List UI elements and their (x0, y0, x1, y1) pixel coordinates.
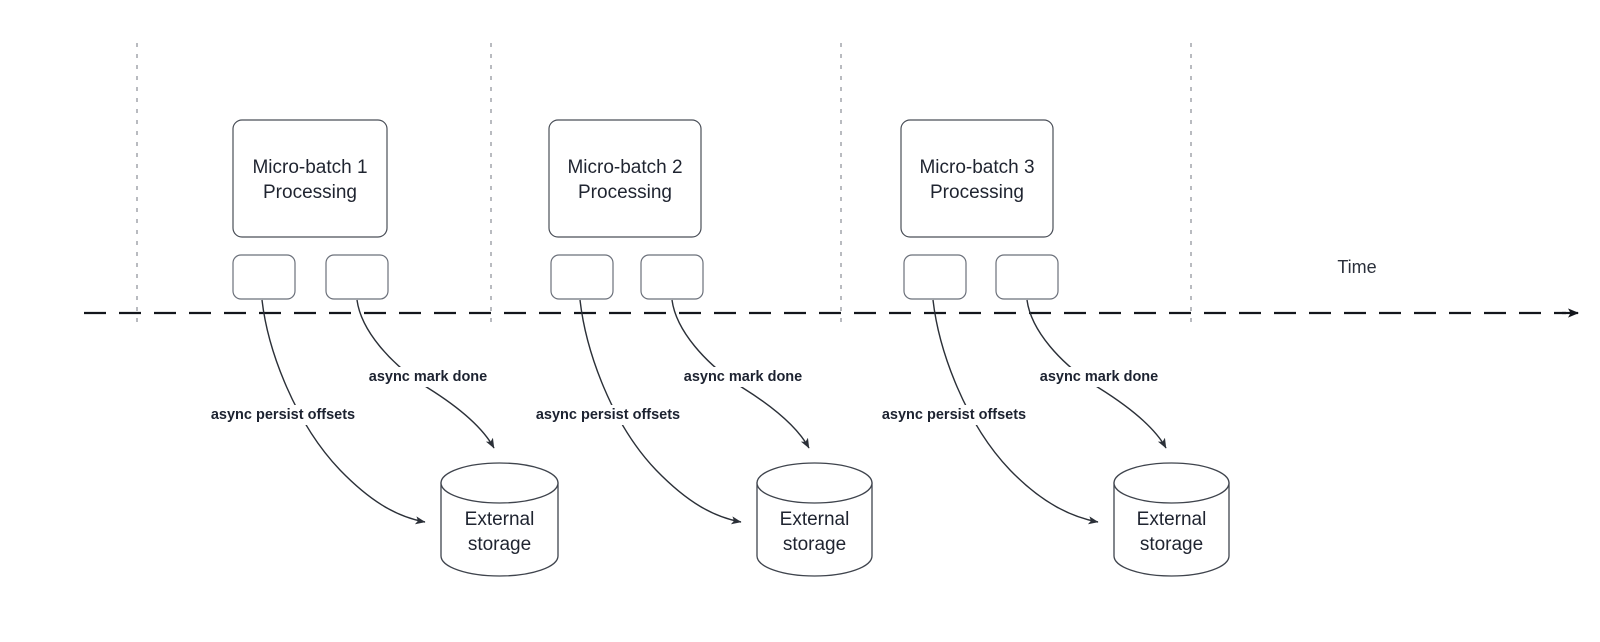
label-async-mark-done-1-text: async mark done (369, 369, 487, 385)
timeline-axis: Time (84, 257, 1579, 318)
storage-cylinder-body-3 (1113, 482, 1230, 577)
curve-async-mark-done-2 (671, 299, 810, 449)
external-storage-1[interactable]: External storage (440, 462, 559, 577)
label-async-mark-done-3-backdrop (1034, 367, 1164, 387)
label-async-mark-done-2-text: async mark done (684, 369, 802, 385)
time-axis-label: Time (1337, 257, 1376, 277)
external-storage-2[interactable]: External storage (756, 462, 873, 577)
mini-box-1b[interactable] (325, 254, 389, 300)
micro-batch-3-box[interactable] (900, 119, 1054, 238)
micro-batch-2-box[interactable] (548, 119, 702, 238)
curve-async-mark-done-3 (1026, 299, 1167, 449)
label-async-persist-offsets-3-backdrop (866, 405, 1042, 425)
flow-curves-group (261, 299, 1167, 525)
mini-box-2b[interactable] (640, 254, 704, 300)
label-async-mark-done-2: async mark done (678, 367, 808, 387)
label-async-mark-done-1: async mark done (363, 367, 493, 387)
curve-async-persist-offsets-1 (261, 299, 426, 525)
label-async-persist-offsets-2: async persist offsets (520, 405, 696, 425)
storage-cylinder-top-3 (1113, 462, 1230, 504)
micro-batch-1[interactable]: Micro-batch 1 Processing (232, 119, 388, 238)
storage-cylinder-body-1 (440, 482, 559, 577)
curve-async-persist-offsets-3 (932, 299, 1099, 525)
label-async-mark-done-3-text: async mark done (1040, 369, 1158, 385)
curve-async-persist-offsets-2 (579, 299, 742, 525)
micro-batch-1-title-line2: Processing (263, 182, 357, 203)
mini-box-1a[interactable] (232, 254, 296, 300)
label-async-persist-offsets-2-text: async persist offsets (536, 407, 680, 423)
label-async-persist-offsets-2-backdrop (520, 405, 696, 425)
storage-label-line2-1: storage (468, 534, 531, 555)
label-async-persist-offsets-3-text: async persist offsets (882, 407, 1026, 423)
storage-label-line2-3: storage (1140, 534, 1203, 555)
micro-batch-2-title-line2: Processing (578, 182, 672, 203)
micro-batch-1-title-line1: Micro-batch 1 (252, 157, 367, 178)
storage-cylinder-top-1 (440, 462, 559, 504)
label-async-persist-offsets-1-backdrop (195, 405, 371, 425)
storage-label-line2-2: storage (783, 534, 846, 555)
lifelines-group (136, 43, 1192, 325)
micro-batch-1-box[interactable] (232, 119, 388, 238)
storage-cylinder-top-2 (756, 462, 873, 504)
micro-batch-2[interactable]: Micro-batch 2 Processing (548, 119, 702, 238)
storage-label-line1-3: External (1137, 509, 1207, 530)
mini-box-2a[interactable] (550, 254, 614, 300)
storage-label-line1-2: External (780, 509, 850, 530)
edge-labels-group: async persist offsets async mark done asyn… (195, 367, 1164, 425)
mini-box-3b[interactable] (995, 254, 1059, 300)
label-async-mark-done-2-backdrop (678, 367, 808, 387)
mini-box-3a[interactable] (903, 254, 967, 300)
label-async-mark-done-1-backdrop (363, 367, 493, 387)
storage-label-line1-1: External (465, 509, 535, 530)
external-storage-3[interactable]: External storage (1113, 462, 1230, 577)
micro-batch-3-title-line2: Processing (930, 182, 1024, 203)
micro-batch-3[interactable]: Micro-batch 3 Processing (900, 119, 1054, 238)
label-async-persist-offsets-1-text: async persist offsets (211, 407, 355, 423)
label-async-persist-offsets-3: async persist offsets (866, 405, 1042, 425)
micro-batch-2-title-line1: Micro-batch 2 (567, 157, 682, 178)
micro-batch-3-title-line1: Micro-batch 3 (919, 157, 1034, 178)
label-async-persist-offsets-1: async persist offsets (195, 405, 371, 425)
curve-async-mark-done-1 (356, 299, 495, 449)
label-async-mark-done-3: async mark done (1034, 367, 1164, 387)
storage-cylinder-body-2 (756, 482, 873, 577)
